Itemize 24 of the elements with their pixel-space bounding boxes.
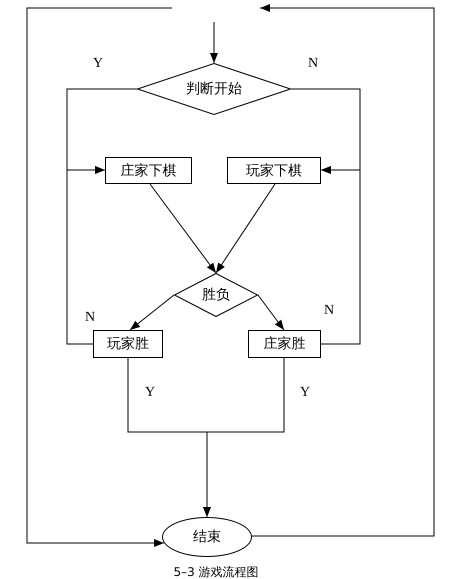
figure-caption: 5–3 游戏流程图 — [173, 566, 259, 578]
arrow — [26, 8, 172, 547]
edge-label: Y — [300, 386, 310, 400]
process-box: 玩家胜 — [93, 330, 163, 358]
edge-label: N — [84, 311, 96, 325]
process-box: 庄家胜 — [248, 330, 321, 358]
edge-label: Y — [144, 386, 156, 400]
arrow — [150, 184, 216, 274]
arrow — [203, 358, 284, 518]
edge-label: N — [324, 304, 334, 318]
arrow — [251, 4, 434, 536]
terminal-oval: 结束 — [162, 517, 252, 557]
arrow — [66, 166, 106, 344]
arrow — [210, 22, 218, 64]
edge-label: Y — [92, 57, 104, 71]
process-box: 玩家下棋 — [227, 157, 321, 184]
process-box: 庄家下棋 — [105, 157, 192, 184]
arrow — [320, 166, 360, 344]
arrow — [258, 294, 284, 330]
arrow — [130, 294, 174, 330]
decision-diamond: 胜负 — [174, 273, 258, 317]
arrow — [216, 184, 276, 274]
edge-label: N — [308, 57, 318, 71]
decision-diamond: 判断开始 — [137, 63, 291, 115]
